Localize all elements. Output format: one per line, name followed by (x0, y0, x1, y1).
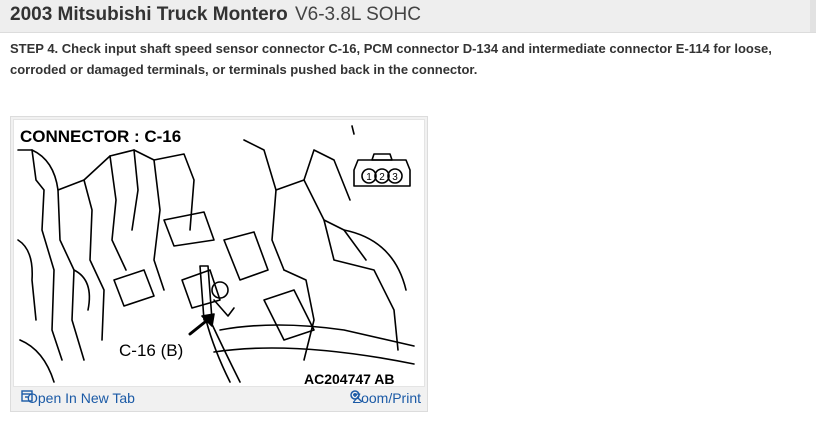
pin-label-2: 2 (379, 172, 385, 183)
callout-label: C-16 (B) (119, 341, 184, 360)
open-new-tab-label: Open In New Tab (27, 390, 135, 406)
diagram-drawing: 1 2 3 (17, 125, 415, 383)
page-header: 2003 Mitsubishi Truck Montero V6-3.8L SO… (0, 0, 816, 33)
pin-label-1: 1 (366, 172, 372, 183)
engine-subtitle: V6-3.8L SOHC (294, 4, 421, 25)
figure-card: 1 2 3 CONNECTOR : C-16 C-16 (B) AC204747… (10, 116, 428, 412)
step-instruction: STEP 4. Check input shaft speed sensor c… (10, 41, 772, 77)
figure-id: AC204747 AB (304, 371, 395, 387)
connector-diagram[interactable]: 1 2 3 CONNECTOR : C-16 C-16 (B) AC204747… (13, 119, 425, 387)
connector-label: CONNECTOR : C-16 (20, 127, 182, 146)
scrollbar[interactable] (810, 0, 816, 32)
zoom-print-link[interactable]: Zoom/Print (349, 390, 421, 406)
figure-toolbar: Open In New Tab Zoom/Print (11, 387, 427, 411)
open-new-tab-link[interactable]: Open In New Tab (21, 390, 135, 406)
vehicle-title: 2003 Mitsubishi Truck Montero (10, 4, 288, 25)
zoom-print-label: Zoom/Print (352, 390, 421, 406)
pin-label-3: 3 (392, 172, 398, 183)
page-title: 2003 Mitsubishi Truck Montero V6-3.8L SO… (10, 4, 421, 26)
